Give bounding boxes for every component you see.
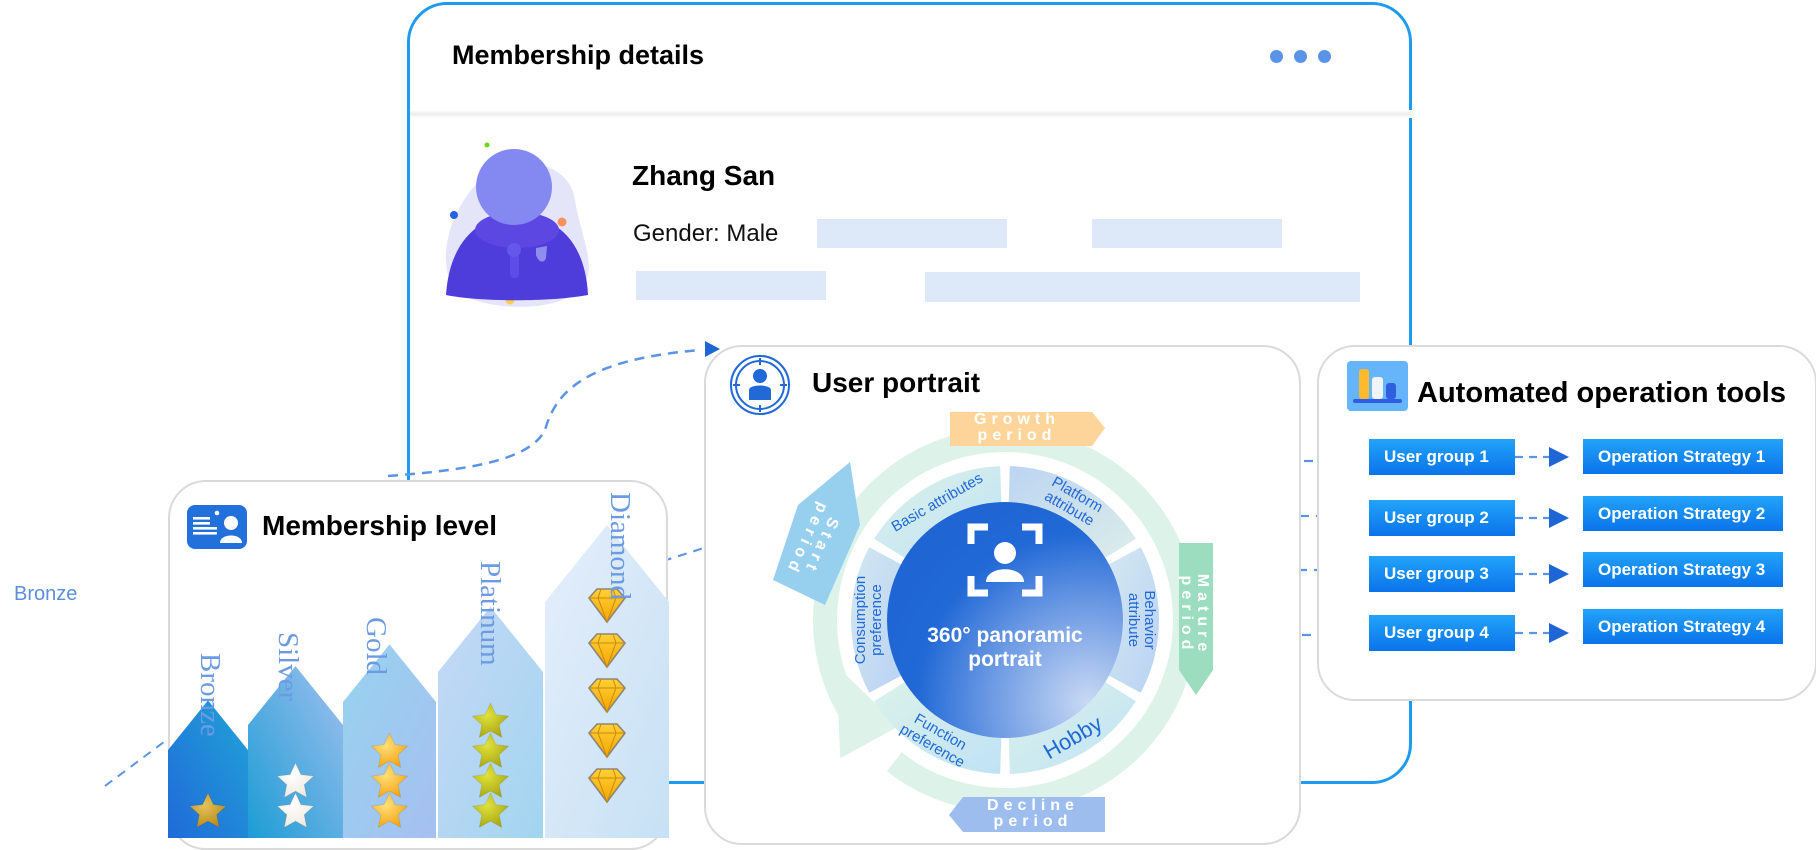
more-dot-icon [1294, 50, 1307, 63]
placeholder-field [636, 271, 826, 300]
portrait-segment: Functionpreference [874, 682, 1002, 774]
operation-strategy-button[interactable]: Operation Strategy 2 [1583, 496, 1783, 531]
level-column-silver [248, 666, 343, 838]
star-icon [189, 792, 227, 828]
core-label-line1: 360° panoramic [927, 624, 1083, 647]
core-label-line2: portrait [968, 648, 1042, 671]
diamond-icon [587, 768, 627, 804]
user-group-button[interactable]: User group 2 [1369, 500, 1515, 536]
operation-strategy-button[interactable]: Operation Strategy 3 [1583, 552, 1783, 587]
level-label-silver: Silver [272, 632, 304, 702]
scan-user-icon [967, 523, 1043, 597]
level-column-diamond [545, 525, 669, 838]
more-dot-icon [1318, 50, 1331, 63]
user-portrait-title: User portrait [812, 367, 981, 398]
placeholder-field [925, 272, 1360, 302]
star-icon [471, 732, 510, 768]
period-mature: Matureperiod [1178, 543, 1213, 695]
operation-strategy-button[interactable]: Operation Strategy 4 [1583, 609, 1783, 644]
level-bar [248, 666, 343, 838]
star-icon [471, 762, 510, 798]
star-icon [370, 732, 409, 768]
arrow-right-icon [1515, 447, 1569, 467]
segment-label: Behaviorattribute [1125, 590, 1158, 649]
level-label-bronze: Bronze [194, 653, 226, 737]
bar-chart-icon [1347, 361, 1408, 411]
level-label-platinum: Platinum [474, 561, 506, 666]
user-avatar-icon [445, 142, 589, 307]
member-name: Zhang San [632, 160, 776, 191]
more-dot-icon [1270, 50, 1283, 63]
svg-text:Matureperiod: Matureperiod [1178, 574, 1211, 656]
user-group-button[interactable]: User group 4 [1369, 615, 1515, 651]
member-gender: Gender: Male [633, 220, 779, 247]
star-icon [370, 792, 409, 828]
automated-tools-title: Automated operation tools [1417, 377, 1786, 409]
segment-label: Consumptionpreference [852, 576, 885, 664]
portrait-segment: Consumptionpreference [851, 547, 902, 693]
user-group-button[interactable]: User group 3 [1369, 556, 1515, 592]
diamond-icon [587, 678, 627, 714]
level-column-gold [343, 644, 436, 838]
diamond-icon [587, 633, 627, 669]
arrow-right-icon [1515, 564, 1569, 584]
header-divider [410, 110, 1412, 118]
star-icon [276, 762, 315, 798]
diamond-icon [587, 723, 627, 759]
membership-level-title: Membership level [262, 510, 497, 541]
operation-strategy-button[interactable]: Operation Strategy 1 [1583, 439, 1783, 474]
level-column-bronze [168, 700, 248, 838]
user-group-button[interactable]: User group 1 [1369, 439, 1515, 475]
level-column-platinum [438, 606, 543, 838]
star-icon [370, 762, 409, 798]
lifecycle-arrowhead [835, 665, 899, 759]
star-icon [471, 702, 510, 738]
target-user-icon [730, 355, 790, 415]
arrow-right-icon [1515, 508, 1569, 528]
star-icon [276, 792, 315, 828]
period-start: Startperiod [773, 462, 860, 605]
portrait-segment: Behaviorattribute [1108, 547, 1159, 693]
bronze-side-label: Bronze [14, 583, 78, 605]
level-label-gold: Gold [360, 617, 392, 675]
portrait-core [887, 502, 1123, 738]
placeholder-field [1092, 219, 1282, 248]
membership-details-title: Membership details [452, 40, 705, 70]
membership-level-bars [168, 525, 669, 838]
level-bar [168, 700, 248, 838]
more-menu-button[interactable] [1266, 44, 1338, 70]
level-label-diamond: Diamond [604, 492, 636, 600]
placeholder-field [817, 219, 1007, 248]
arrow-right-icon [1515, 623, 1569, 643]
member-card-icon [187, 505, 247, 549]
diamond-icon [587, 588, 627, 624]
star-icon [471, 792, 510, 828]
